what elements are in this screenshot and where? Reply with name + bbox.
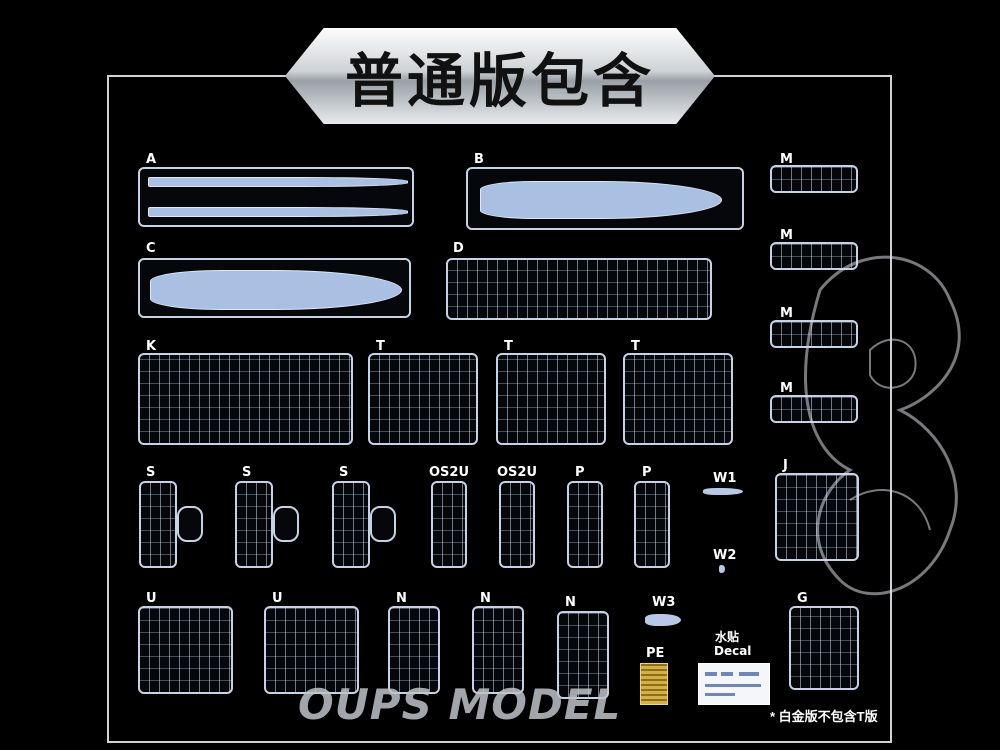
sprue-label-j: J	[783, 458, 788, 473]
sprue-u1	[138, 606, 233, 694]
sprue-s1-ext	[177, 506, 203, 542]
sprue-label-p2: P	[642, 465, 652, 480]
decal-label-cn: 水贴	[715, 630, 740, 644]
hull-strip-bottom	[148, 207, 408, 217]
sprue-label-m3: M	[780, 306, 793, 321]
hull-bottom-part	[150, 270, 402, 310]
sprue-label-t3: T	[631, 339, 640, 354]
sprue-label-t1: T	[376, 339, 385, 354]
sprue-label-n3: N	[565, 595, 576, 610]
sprue-c	[138, 258, 411, 318]
part-label-w3: W3	[652, 595, 676, 610]
sprue-s3	[332, 481, 370, 568]
hull-strip-top	[148, 177, 408, 187]
sprue-label-n2: N	[480, 591, 491, 606]
sprue-label-a: A	[146, 152, 157, 167]
sprue-label-n1: N	[396, 591, 407, 606]
sprue-label-os2u2: OS2U	[497, 465, 538, 480]
part-w2	[719, 565, 725, 573]
sprue-n2	[472, 606, 524, 694]
part-w1	[703, 488, 743, 495]
sprue-label-s1: S	[146, 465, 156, 480]
sprue-s1	[139, 481, 177, 568]
part-label-w1: W1	[713, 471, 737, 486]
sprue-label-s2: S	[242, 465, 252, 480]
sprue-os2u1	[431, 481, 467, 568]
watermark: OUPS MODEL	[298, 680, 622, 729]
sprue-g	[789, 606, 859, 690]
sprue-t2	[496, 353, 606, 445]
sprue-s3-ext	[370, 506, 396, 542]
edition-note: * 白金版不包含T版	[770, 709, 878, 724]
sprue-label-k: K	[146, 339, 157, 354]
sprue-label-m2: M	[780, 228, 793, 243]
deck-part	[480, 181, 722, 219]
sprue-label-g: G	[797, 591, 808, 606]
sprue-label-s3: S	[339, 465, 349, 480]
pe-label: PE	[646, 646, 665, 661]
sprue-j	[775, 473, 859, 561]
sprue-n3	[557, 611, 609, 699]
sprue-label-b: B	[474, 152, 484, 167]
title-banner: 普通版包含	[285, 28, 715, 124]
sprue-label-p1: P	[575, 465, 585, 480]
sprue-t1	[368, 353, 478, 445]
sprue-p2	[634, 481, 670, 568]
sprue-p1	[567, 481, 603, 568]
sprue-label-os2u1: OS2U	[429, 465, 470, 480]
sprue-d	[446, 258, 712, 320]
sprue-label-d: D	[453, 241, 464, 256]
sprue-label-c: C	[146, 241, 156, 256]
sprue-label-u2: U	[272, 591, 283, 606]
part-label-w2: W2	[713, 548, 737, 563]
sprue-b	[466, 167, 744, 230]
sprue-n1	[388, 606, 440, 694]
sprue-m1	[770, 165, 858, 193]
sprue-m2	[770, 242, 858, 270]
sprue-t3	[623, 353, 733, 445]
sprue-label-m4: M	[780, 381, 793, 396]
part-w3	[645, 614, 681, 626]
decal-sheet	[698, 663, 770, 705]
sprue-u2	[264, 606, 359, 694]
sprue-m3	[770, 320, 858, 348]
sprue-os2u2	[499, 481, 535, 568]
sprue-k	[138, 353, 353, 445]
banner-title: 普通版包含	[344, 47, 655, 115]
sprue-label-u1: U	[146, 591, 157, 606]
sprue-s2	[235, 481, 273, 568]
mascot-sketch	[804, 255, 961, 596]
sprue-m4	[770, 395, 858, 423]
sprue-label-m1: M	[780, 152, 793, 167]
sprue-s2-ext	[273, 506, 299, 542]
photo-etch-sheet	[640, 663, 668, 705]
sprue-label-t2: T	[504, 339, 513, 354]
decal-label-en: Decal	[714, 644, 752, 658]
sprue-a	[138, 167, 414, 227]
